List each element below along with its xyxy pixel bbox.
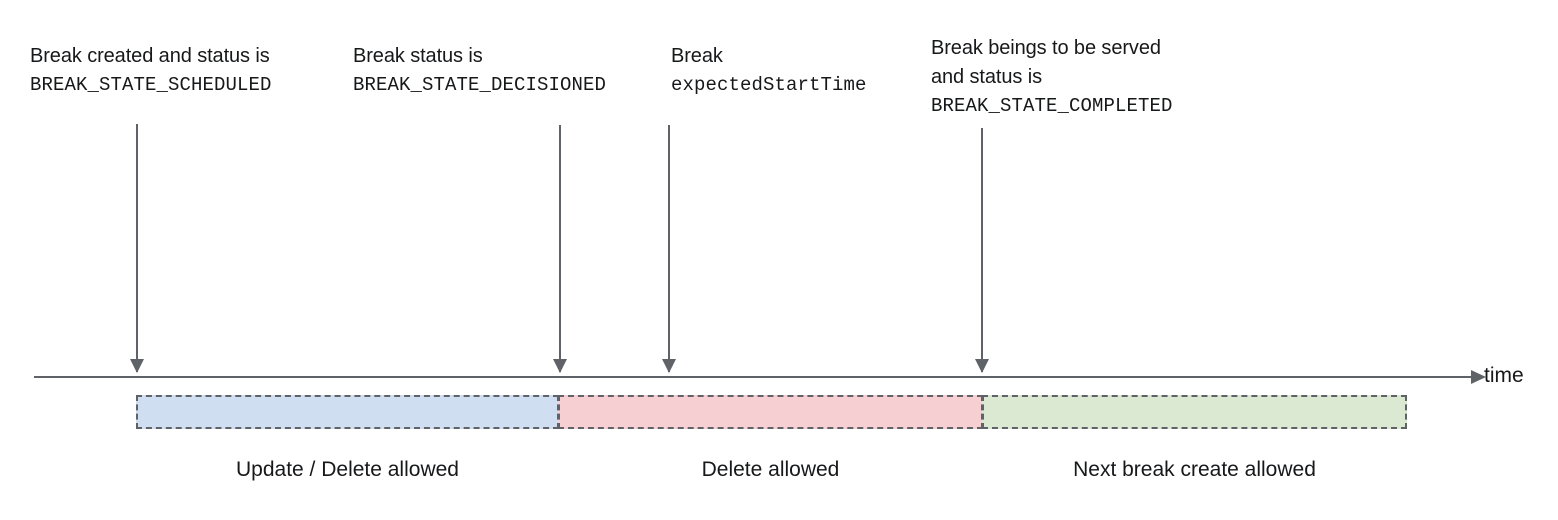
event-arrow-expected-start-icon [662,125,676,373]
event-label-completed-state: BREAK_STATE_COMPLETED [931,95,1173,117]
phase-bar-delete-only [558,395,983,429]
event-label-completed-line2: and status is [931,66,1042,88]
event-label-created-state: BREAK_STATE_SCHEDULED [30,74,272,96]
phase-caption-update-delete: Update / Delete allowed [236,458,459,481]
time-axis-arrow-icon [1471,370,1486,384]
event-label-expected-start: Break expectedStartTime [671,42,867,100]
time-axis-label: time [1484,364,1524,387]
phase-bar-update-delete [136,395,559,429]
event-arrow-completed-icon [975,128,989,373]
arrow-shaft [668,125,670,372]
time-axis-line [34,376,1472,378]
event-label-decisioned-state: BREAK_STATE_DECISIONED [353,74,607,96]
event-label-expected-start-field: expectedStartTime [671,74,867,96]
arrow-head [130,359,144,373]
event-label-created: Break created and status is BREAK_STATE_… [30,42,272,100]
arrow-shaft [136,124,138,372]
arrow-head [553,359,567,373]
phase-caption-delete-only: Delete allowed [701,458,840,481]
arrow-head [975,359,989,373]
event-arrow-created-icon [130,124,144,373]
phase-bar-next-break [982,395,1407,429]
event-label-decisioned: Break status is BREAK_STATE_DECISIONED [353,42,606,100]
event-arrow-decisioned-icon [553,125,567,373]
arrow-shaft [981,128,983,372]
event-label-expected-start-line1: Break [671,45,723,67]
event-label-decisioned-line1: Break status is [353,45,483,67]
time-axis [34,370,1486,384]
event-label-created-line1: Break created and status is [30,45,270,67]
arrow-shaft [559,125,561,372]
event-label-completed-line1: Break beings to be served [931,37,1161,59]
phase-caption-next-break: Next break create allowed [1073,458,1316,481]
event-label-completed: Break beings to be served and status is … [931,34,1173,121]
arrow-head [662,359,676,373]
